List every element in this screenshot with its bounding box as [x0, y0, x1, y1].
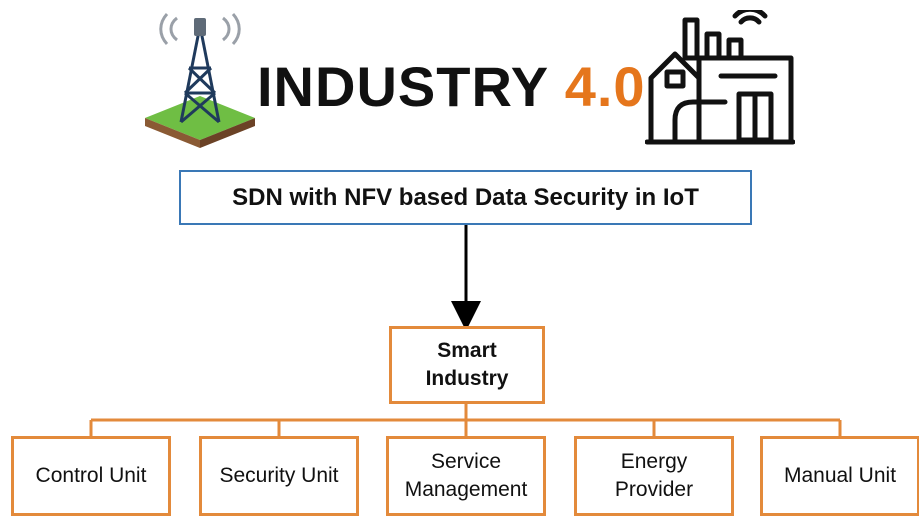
unit-line2: Provider [614, 478, 694, 501]
sdn-nfv-box: SDN with NFV based Data Security in IoT [179, 170, 752, 225]
sdn-nfv-label: SDN with NFV based Data Security in IoT [232, 183, 699, 211]
control-unit-box: Control Unit [11, 436, 171, 516]
service-management-box: Service Management [386, 436, 546, 516]
energy-provider-box: Energy Provider [574, 436, 734, 516]
unit-line1: Energy [620, 450, 688, 473]
unit-line1: Control Unit [35, 464, 147, 487]
unit-line1: Service [430, 450, 501, 473]
unit-line1: Manual Unit [783, 464, 897, 487]
security-unit-box: Security Unit [199, 436, 359, 516]
unit-line2: Management [404, 478, 528, 501]
cell-tower-icon [145, 12, 255, 148]
title-main: INDUSTRY [257, 55, 549, 118]
smart-factory-icon [645, 10, 795, 145]
page-title: INDUSTRY 4.0 [257, 52, 646, 122]
smart-industry-line1: Smart [437, 339, 497, 362]
title-version: 4.0 [564, 55, 646, 118]
smart-industry-line2: Industry [425, 367, 509, 390]
smart-industry-box: Smart Industry [389, 326, 545, 404]
unit-line1: Security Unit [219, 464, 339, 487]
manual-unit-box: Manual Unit [760, 436, 919, 516]
